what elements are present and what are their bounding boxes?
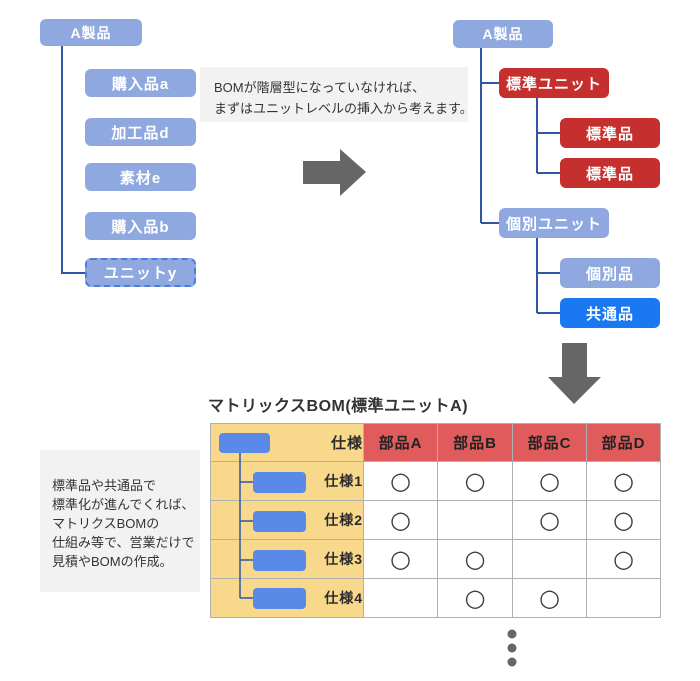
left-tree-unit-y-node: ユニットy <box>85 258 196 287</box>
matrix-mark-cell <box>512 539 587 579</box>
vertical-ellipsis-icon <box>507 643 517 653</box>
matrix-mark-cell <box>437 500 513 540</box>
matrix-mark-cell: ○ <box>586 461 661 501</box>
standard-unit-node: 標準ユニット <box>499 68 609 98</box>
vertical-ellipsis-icon <box>507 629 517 639</box>
standardization-note-line: 標準化が進んでくれば、 <box>52 497 195 512</box>
standardization-note-line: 見積やBOMの作成。 <box>52 554 173 569</box>
part-header-cell: 部品A <box>363 423 438 462</box>
transform-down-arrow-icon <box>548 343 601 404</box>
matrix-row: 仕様4 ○ ○ <box>210 578 661 618</box>
matrix-mark-cell: ○ <box>363 539 438 579</box>
standardization-note-line: マトリクスBOMの <box>52 516 160 531</box>
right-tree-root-node: A製品 <box>453 20 553 48</box>
matrix-mark-cell: ○ <box>437 578 513 618</box>
matrix-mark-cell: ○ <box>512 461 587 501</box>
matrix-mark-cell: ○ <box>512 578 587 618</box>
spec-header-cell: 仕様 <box>210 423 364 462</box>
matrix-row: 仕様2 ○ ○ ○ <box>210 500 661 540</box>
matrix-mark-cell: ○ <box>437 461 513 501</box>
spec-label-cell: 仕様1 <box>210 461 364 501</box>
matrix-mark-cell: ○ <box>586 500 661 540</box>
individual-item-node: 個別品 <box>560 258 660 288</box>
left-tree-root-node: A製品 <box>40 19 142 46</box>
spec-label-cell: 仕様2 <box>210 500 364 540</box>
matrix-mark-cell: ○ <box>586 539 661 579</box>
individual-unit-node: 個別ユニット <box>499 208 609 238</box>
standardization-note-line: 標準品や共通品で <box>52 478 157 493</box>
matrix-mark-cell: ○ <box>437 539 513 579</box>
left-tree-item-node: 加工品d <box>85 118 196 146</box>
hierarchy-note-box: BOMが階層型になっていなければ、 まずはユニットレベルの挿入から考えます。 <box>200 67 473 122</box>
matrix-header-row: 仕様 部品A 部品B 部品C 部品D <box>210 423 661 462</box>
left-tree-item-node: 素材e <box>85 163 196 191</box>
hierarchy-note-line: まずはユニットレベルの挿入から考えます。 <box>214 101 473 116</box>
part-header-cell: 部品B <box>437 423 513 462</box>
common-item-node: 共通品 <box>560 298 660 328</box>
vertical-ellipsis-icon <box>507 657 517 667</box>
matrix-bom-table: 仕様 部品A 部品B 部品C 部品D 仕様1 ○ ○ ○ ○ 仕様2 ○ ○ ○… <box>210 423 661 618</box>
standardization-note-box: 標準品や共通品で 標準化が進んでくれば、 マトリクスBOMの 仕組み等で、営業だ… <box>40 450 200 592</box>
left-tree-item-node: 購入品b <box>85 212 196 240</box>
standard-item-node: 標準品 <box>560 158 660 188</box>
spec-label-cell: 仕様3 <box>210 539 364 579</box>
matrix-row: 仕様1 ○ ○ ○ ○ <box>210 461 661 501</box>
left-tree-item-node: 購入品a <box>85 69 196 97</box>
matrix-row: 仕様3 ○ ○ ○ <box>210 539 661 579</box>
left-tree-connector-line <box>61 46 85 274</box>
matrix-mark-cell: ○ <box>363 500 438 540</box>
matrix-mark-cell <box>363 578 438 618</box>
part-header-cell: 部品C <box>512 423 587 462</box>
matrix-mark-cell: ○ <box>363 461 438 501</box>
matrix-mark-cell <box>586 578 661 618</box>
standard-item-node: 標準品 <box>560 118 660 148</box>
spec-label-cell: 仕様4 <box>210 578 364 618</box>
hierarchy-note-line: BOMが階層型になっていなければ、 <box>214 80 425 95</box>
transform-right-arrow-icon <box>303 149 366 196</box>
part-header-cell: 部品D <box>586 423 661 462</box>
matrix-bom-title: マトリックスBOM(標準ユニットA) <box>208 398 469 415</box>
matrix-mark-cell: ○ <box>512 500 587 540</box>
standardization-note-line: 仕組み等で、営業だけで <box>52 535 195 550</box>
